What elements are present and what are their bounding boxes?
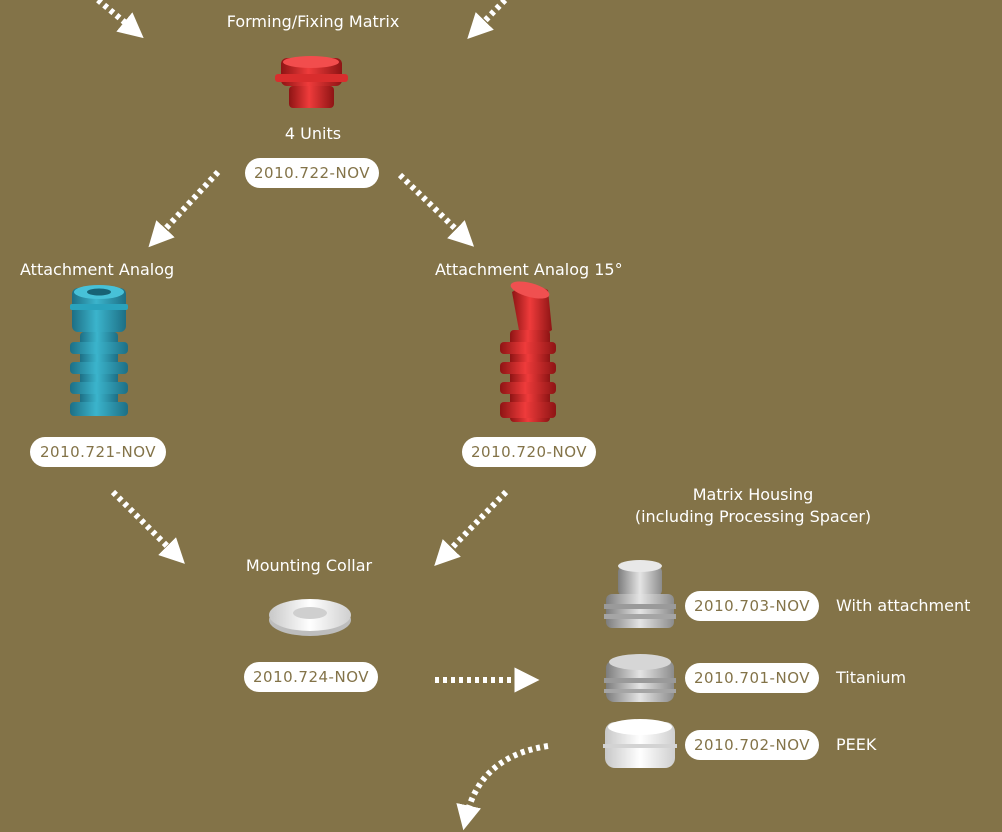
forming-matrix-title: Forming/Fixing Matrix <box>226 12 400 31</box>
housing-with-attachment-label: With attachment <box>836 596 971 615</box>
arrow-matrix-to-analog-15 <box>397 172 475 247</box>
forming-matrix-units: 4 Units <box>284 124 342 143</box>
housing-peek-label: PEEK <box>836 735 877 754</box>
code-pill-housing-peek: 2010.702-NOV <box>685 730 819 760</box>
code-pill-attachment-analog: 2010.721-NOV <box>30 437 166 467</box>
code-pill-forming-matrix: 2010.722-NOV <box>245 158 379 188</box>
arrow-top-left <box>96 0 144 39</box>
code-pill-housing-titanium: 2010.701-NOV <box>685 663 819 693</box>
housing-with-attachment-icon <box>604 560 676 628</box>
mounting-collar-icon <box>269 599 351 636</box>
attachment-analog-15-icon <box>500 281 556 422</box>
code-pill-housing-with-attachment: 2010.703-NOV <box>685 591 819 621</box>
arrow-analog-15-to-collar <box>434 489 509 567</box>
matrix-housing-subtitle: (including Processing Spacer) <box>634 507 872 526</box>
attachment-analog-icon <box>70 285 128 416</box>
housing-titanium-icon <box>604 654 676 702</box>
matrix-housing-title: Matrix Housing <box>692 485 814 504</box>
arrow-matrix-to-analog <box>148 169 221 248</box>
housing-titanium-label: Titanium <box>836 668 907 687</box>
housing-peek-icon <box>603 719 677 768</box>
arrow-housing-down <box>456 743 549 831</box>
code-pill-mounting-collar: 2010.724-NOV <box>244 662 378 692</box>
arrow-analog-to-collar <box>110 489 185 564</box>
attachment-analog-15-title: Attachment Analog 15° <box>435 260 623 279</box>
code-pill-attachment-analog-15: 2010.720-NOV <box>462 437 596 467</box>
arrow-top-right <box>467 0 508 40</box>
forming-matrix-icon <box>275 56 348 108</box>
attachment-analog-title: Attachment Analog <box>20 260 175 279</box>
mounting-collar-title: Mounting Collar <box>245 556 373 575</box>
